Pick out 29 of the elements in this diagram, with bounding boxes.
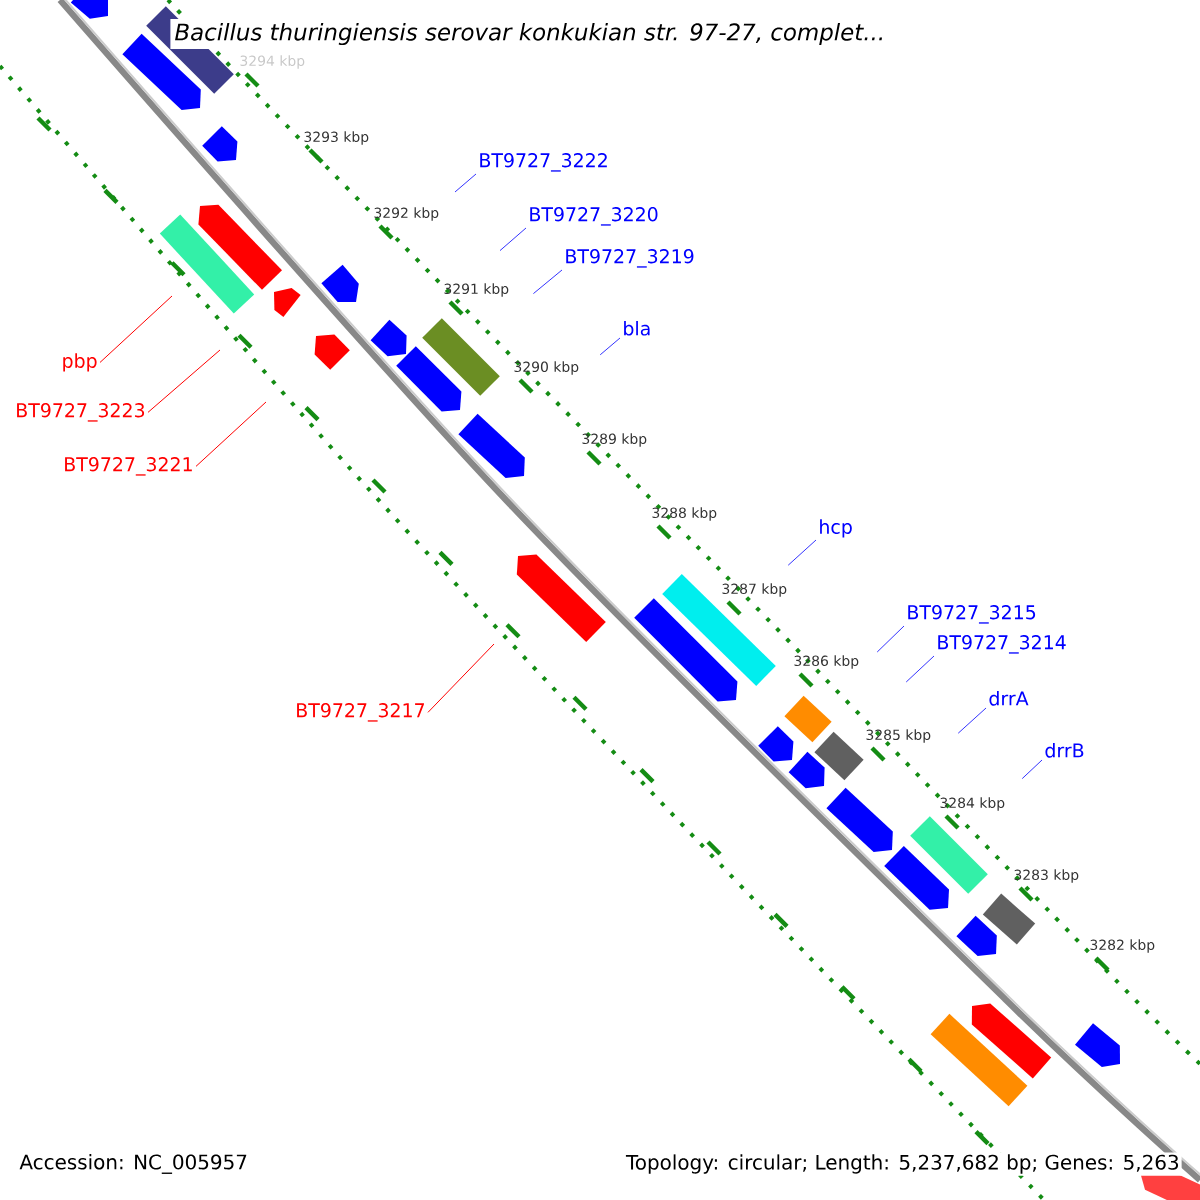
footer-text: Topology: circular; Length: 5,237,682 bp; Genes: 5,263 [624,1152,1182,1176]
gene-label: drrB [1045,742,1084,758]
gene-label: drrA [989,690,1029,706]
title: Bacillus thuringiensis serovar konkukian str. 97-27, complet... [170,18,890,50]
gene-label: BT9727_3220 [530,207,658,226]
gene-label: pbp [63,353,97,372]
leader-line [876,625,905,653]
gene-label: hcp [820,519,852,538]
footer-text: Accession: NC_005957 [19,1154,247,1174]
leader-line [427,643,495,713]
leader-line [599,337,621,356]
leader-line [195,401,267,467]
leader-line [905,655,935,683]
gene-label: BT9727_3217 [297,703,424,722]
gene-label: BT9727_3215 [908,605,1036,624]
leader-line [1021,759,1043,780]
leader-line [99,295,173,363]
gene-label: BT9727_3222 [480,153,607,172]
leader-line [787,539,817,566]
gene-label: bla [624,320,650,336]
gene-label: BT9727_3221 [65,457,192,476]
leader-line [499,227,527,252]
leader-line [957,707,987,734]
gene-label: BT9727_3223 [17,403,145,422]
leader-line [147,349,221,413]
gene-label: BT9727_3214 [938,635,1066,654]
gene-label: BT9727_3219 [566,249,694,268]
leader-line [454,173,477,193]
leader-line [532,269,563,295]
